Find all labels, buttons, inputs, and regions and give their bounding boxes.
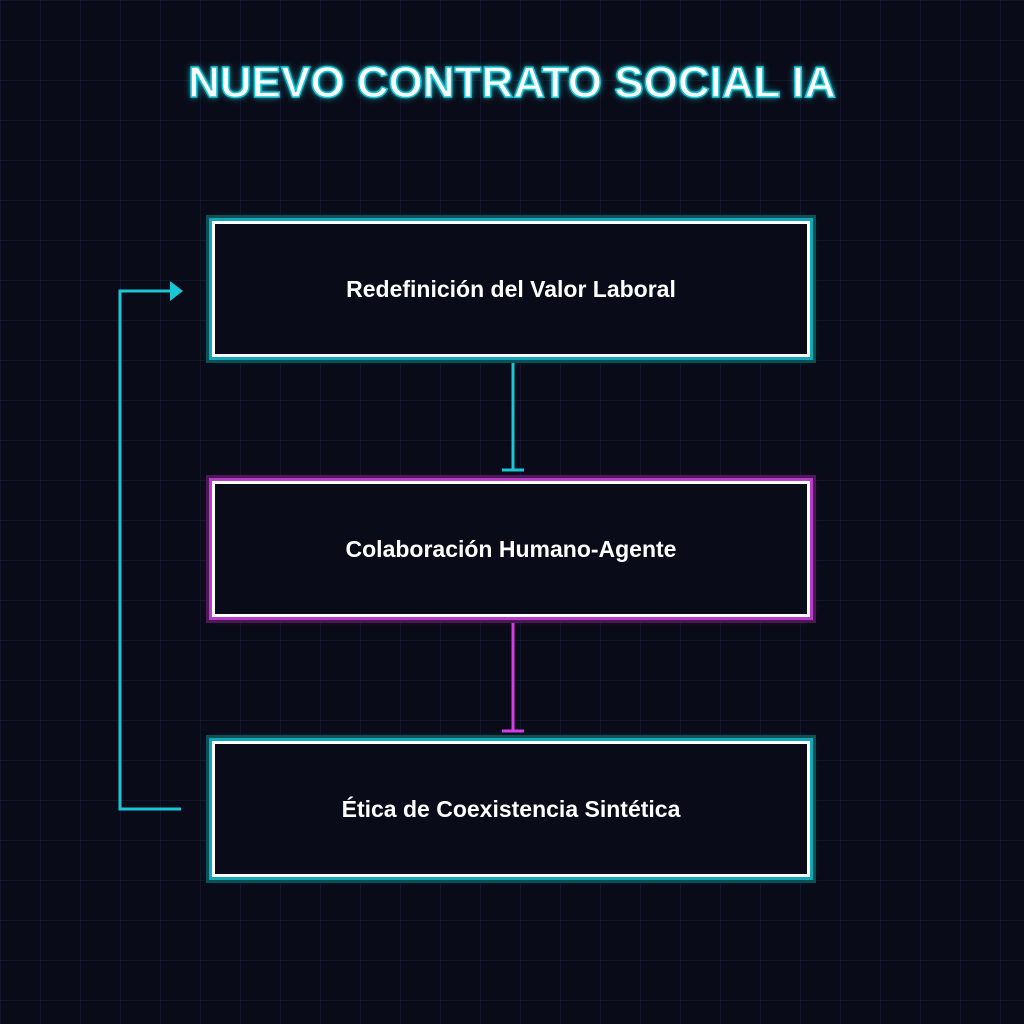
node-colaboracion-humano-agente: Colaboración Humano-Agente <box>212 481 810 617</box>
node-label: Redefinición del Valor Laboral <box>346 275 676 302</box>
node-label: Colaboración Humano-Agente <box>345 535 677 562</box>
edge-n1-n2 <box>502 361 524 472</box>
edge-n3-n1-line <box>118 289 181 811</box>
node-etica-coexistencia-sintetica: Ética de Coexistencia Sintética <box>212 741 810 877</box>
diagram-title: NUEVO CONTRATO SOCIAL IA <box>187 57 836 108</box>
edge-n2-n3 <box>502 621 524 733</box>
node-label: Ética de Coexistencia Sintética <box>341 795 681 822</box>
arrowhead-icon <box>170 281 183 301</box>
node-redefinicion-valor-laboral: Redefinición del Valor Laboral <box>212 221 810 357</box>
edge-n3-n1 <box>118 281 183 811</box>
